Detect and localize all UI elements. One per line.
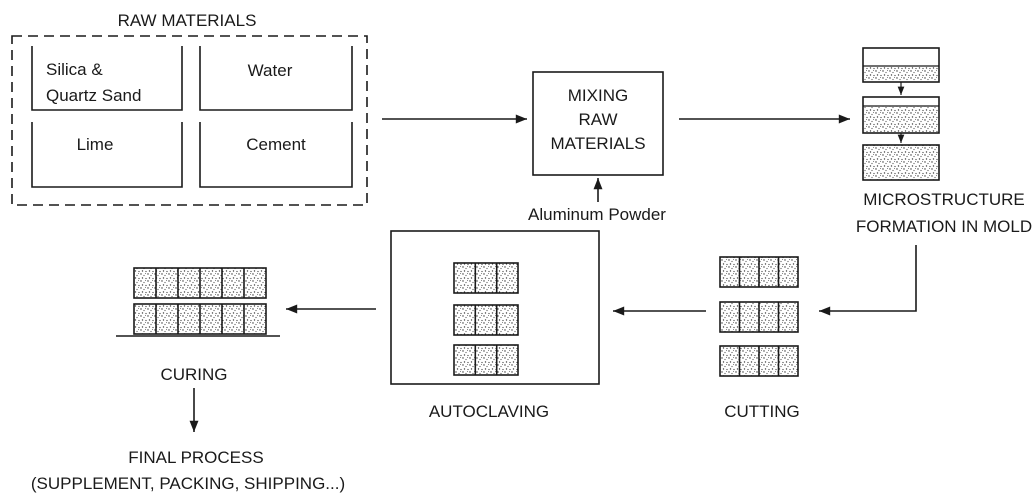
- final-process-label-line1: FINAL PROCESS: [128, 448, 263, 467]
- mixing-label-line3: MATERIALS: [550, 134, 645, 153]
- mold-stage-3: [863, 145, 939, 180]
- mold-stage-2-fill: [864, 106, 938, 132]
- autoclave-block-row-2: [454, 305, 518, 335]
- mold-group: MICROSTRUCTURE FORMATION IN MOLD: [856, 48, 1032, 236]
- autoclaving-group: AUTOCLAVING: [391, 231, 599, 421]
- microstructure-label-line2: FORMATION IN MOLD: [856, 217, 1032, 236]
- mixing-label-line1: MIXING: [568, 86, 628, 105]
- curing-label: CURING: [160, 365, 227, 384]
- raw-materials-title: RAW MATERIALS: [118, 11, 257, 30]
- final-process-label-line2: (SUPPLEMENT, PACKING, SHIPPING...): [31, 474, 345, 493]
- mold-stage-1-fill: [864, 66, 938, 81]
- mixing-group: MIXING RAW MATERIALS Aluminum Powder: [528, 72, 666, 224]
- silica-label-line1: Silica &: [46, 60, 103, 79]
- curing-group: CURING: [116, 268, 280, 384]
- water-label: Water: [248, 61, 293, 80]
- lime-bin: [32, 122, 182, 187]
- autoclave-block-row-1: [454, 263, 518, 293]
- cement-bin: [200, 122, 352, 187]
- aluminum-powder-label: Aluminum Powder: [528, 205, 666, 224]
- autoclaving-label: AUTOCLAVING: [429, 402, 549, 421]
- cutting-label: CUTTING: [724, 402, 800, 421]
- microstructure-label-line1: MICROSTRUCTURE: [863, 190, 1025, 209]
- mixing-label-line2: RAW: [578, 110, 617, 129]
- arrow-mold-to-cutting: [819, 245, 916, 311]
- autoclave-block-row-3: [454, 345, 518, 375]
- raw-materials-group: RAW MATERIALS Silica & Quartz Sand Water…: [12, 11, 367, 205]
- silica-label-line2: Quartz Sand: [46, 86, 141, 105]
- final-process-group: FINAL PROCESS (SUPPLEMENT, PACKING, SHIP…: [31, 448, 345, 493]
- cement-label: Cement: [246, 135, 306, 154]
- lime-label: Lime: [77, 135, 114, 154]
- cutting-group: CUTTING: [720, 257, 800, 421]
